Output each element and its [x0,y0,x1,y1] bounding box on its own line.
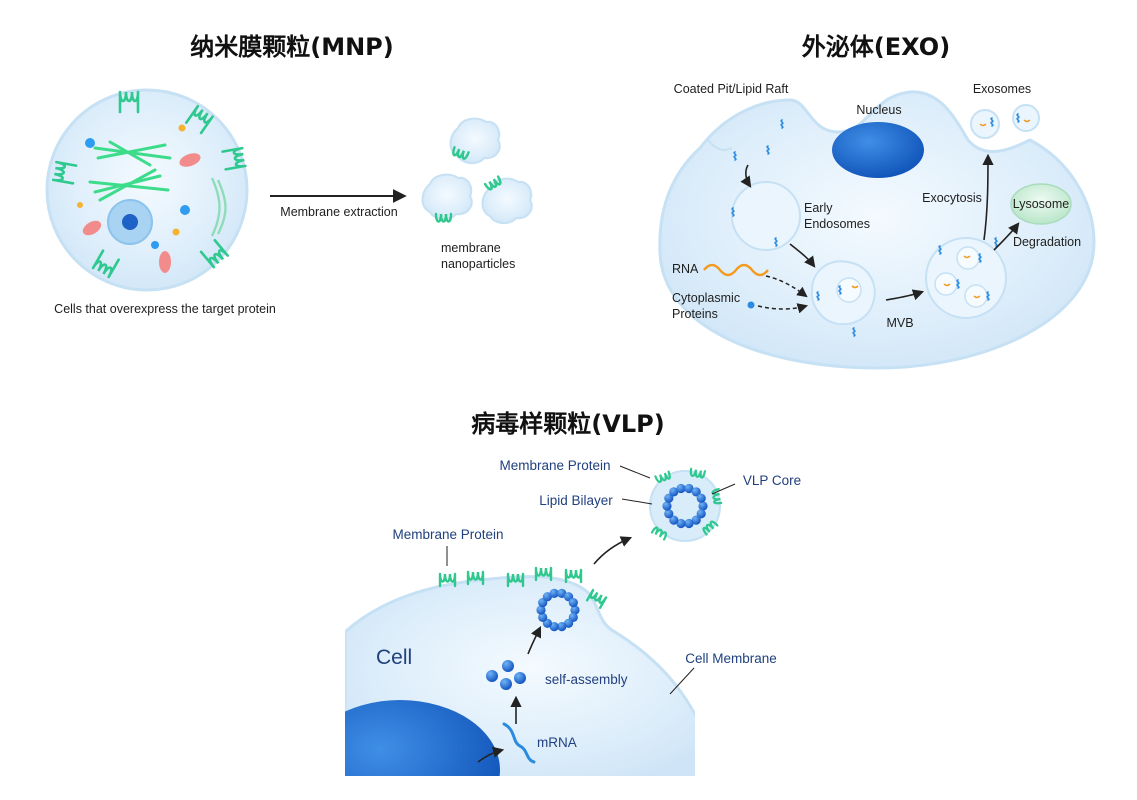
arrow-to-early-endosome [740,164,752,188]
leader-cell-membrane [669,667,695,695]
vesicle [85,138,95,148]
rna-arrow [765,275,808,298]
capsid-bead [664,509,674,519]
granule [172,228,180,236]
exo-nucleus [832,122,924,178]
extraction-label: Membrane extraction [280,205,397,219]
cyto-proteins-line2: Proteins [672,307,718,321]
early-endosomes-line2: Endosomes [804,217,870,231]
granule [77,202,83,208]
capsid-bead [538,612,548,623]
arrow-to-mvb [789,243,816,268]
rna-strand [703,263,769,277]
nanoparticles-label-line1: membrane [441,241,501,255]
capsid-bead [676,518,686,529]
granule [178,124,186,132]
mnp-cell-nucleolus [122,214,138,230]
mitochondrion [82,220,102,236]
mrna-strand [502,722,536,764]
nanoparticles-label-line2: nanoparticles [441,257,515,271]
cyto-protein-dot [747,301,755,309]
capsid-bead [696,509,706,519]
capsid-bead [696,493,706,503]
early-endosome [731,181,801,251]
mnp-membrane-proteins [51,90,247,279]
mitochondrion [159,251,171,273]
cell-membrane-label: Cell Membrane [685,651,777,666]
self-assembly-label: self-assembly [545,672,628,687]
membrane-protein-top-label: Membrane Protein [499,458,610,473]
mnp-er-lines [210,177,227,237]
leader-vlp-core [711,483,736,495]
cyto-proteins-line1: Cytoplasmic [672,291,740,305]
capsid-bead [557,622,567,632]
degradation-label: Degradation [1013,235,1081,249]
vlp-cell-membrane-proteins [438,566,608,610]
leader-membrane-protein-top [619,465,651,479]
capsid-bead [542,592,553,602]
capsid-subunits [486,660,526,690]
mnp-cell [45,88,249,292]
capsid-bead [549,622,559,632]
vesicle [151,241,159,249]
degradation-arrow [993,222,1020,251]
capsid-bead [669,487,679,497]
capsid-bead [568,598,578,608]
exocytosis-label: Exocytosis [922,191,982,205]
title-exo: 外泌体(EXO) [802,33,950,61]
mitochondrion [179,153,201,167]
mnp-panel: Cells that overexpress the target protei… [45,88,533,316]
early-endosomes-line1: Early [804,201,833,215]
membrane-nanoparticles [421,117,533,224]
capsid-bead [549,588,559,599]
nucleus-to-mrna-arrow [477,746,505,763]
capsid-bead [662,501,672,511]
exo-panel: Nucleus Coated Pit/Lipid Raft Early Endo… [658,82,1096,370]
released-vlp-proteins [650,467,723,541]
vlp-cell-nucleus [345,700,500,776]
budding-vlp-core [536,588,580,632]
cyto-arrow [757,303,809,314]
coated-pit-label: Coated Pit/Lipid Raft [674,82,789,96]
assembly-arrow [527,625,542,655]
nucleus-label: Nucleus [856,103,901,117]
capsid-bead [664,493,674,503]
lipid-bilayer-label: Lipid Bilayer [539,493,613,508]
capsid-bead [684,518,694,529]
exocytosis-arrow [982,153,994,241]
capsid-bead [536,605,546,615]
capsid-bead [691,515,701,525]
rna-label: RNA [672,262,699,276]
release-arrow [593,536,633,565]
leader-lipid-bilayer [621,498,653,505]
cell-label: Cell [376,646,412,669]
membrane-protein-left-label: Membrane Protein [392,527,503,542]
capsid-bead [684,483,694,494]
released-vlp [649,470,721,542]
mnp-cytoskeleton [88,140,172,202]
vlp-core-label: VLP Core [743,473,801,488]
exosomes-label: Exosomes [973,82,1031,96]
exosome [1012,104,1040,132]
capsid-bead [557,588,567,599]
title-vlp: 病毒样颗粒(VLP) [471,410,664,438]
capsid-bead [691,487,701,497]
title-mnp: 纳米膜颗粒(MNP) [190,33,394,61]
released-vlp-core [662,483,708,529]
mnp-cell-caption: Cells that overexpress the target protei… [54,302,276,316]
vesicle [180,205,190,215]
capsid-bead [669,515,679,525]
vlp-panel: Membrane Protein Lipid Bilayer VLP Core … [345,458,801,776]
capsid-bead [676,483,686,494]
capsid-bead [564,618,574,628]
capsid-bead [570,605,580,615]
mrna-label: mRNA [537,735,577,750]
lysosome [1010,183,1072,225]
arrow-to-mature-mvb [885,289,925,301]
lysosome-label: Lysosome [1013,197,1070,211]
capsid-bead [698,501,708,511]
mvb-label: MVB [886,316,913,330]
